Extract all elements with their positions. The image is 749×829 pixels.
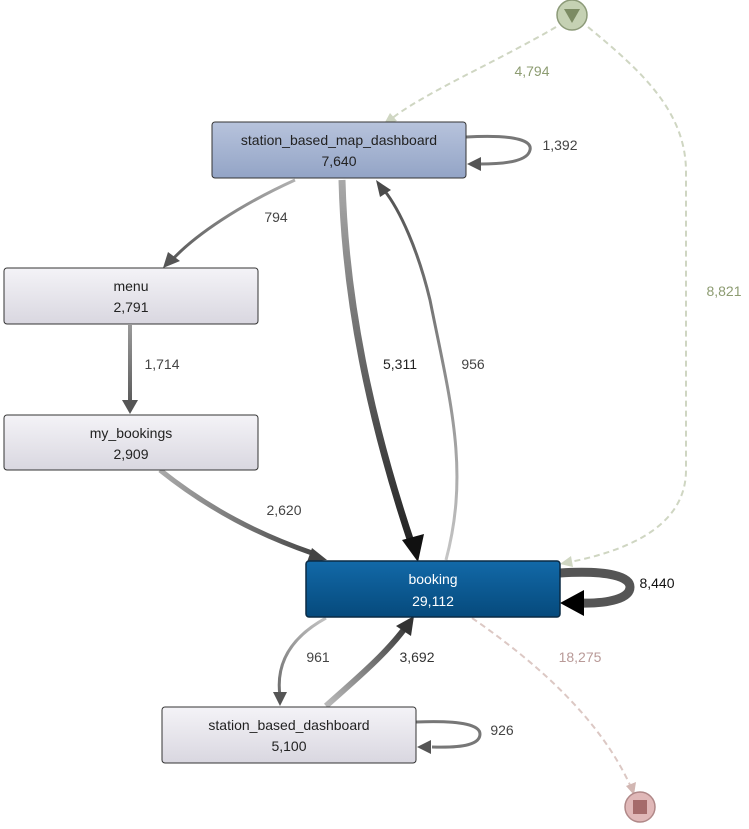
node-station-based-map-dashboard[interactable]: station_based_map_dashboard 7,640: [211, 121, 467, 179]
edge-label-booking-self: 8,440: [639, 575, 674, 591]
edge-label-booking-to-end: 18,275: [559, 649, 602, 665]
node-station-based-dashboard[interactable]: station_based_dashboard 5,100: [161, 706, 417, 764]
edge-label-my-bookings-to-booking: 2,620: [266, 502, 301, 518]
edge-start-to-map: [389, 26, 557, 121]
node-label: booking: [408, 571, 457, 587]
edge-station-dashboard-self-loop-arrowhead: [417, 740, 431, 754]
node-count: 2,791: [113, 299, 148, 315]
node-label: station_based_map_dashboard: [241, 132, 437, 148]
node-count: 2,909: [113, 446, 148, 462]
node-count: 5,100: [271, 738, 306, 754]
edge-map-to-booking: [338, 179, 416, 547]
node-count: 29,112: [412, 593, 454, 609]
edge-menu-to-my-bookings-arrowhead: [122, 400, 138, 414]
node-label: my_bookings: [90, 425, 173, 441]
edge-station-dashboard-to-booking-arrowhead: [396, 616, 414, 636]
edge-label-station-dashboard-to-booking: 3,692: [399, 649, 434, 665]
edge-label-booking-to-map: 956: [461, 356, 485, 372]
edge-map-self-loop-arrowhead: [467, 157, 481, 171]
edge-booking-to-station-dashboard: [277, 616, 327, 697]
edge-booking-to-map: [382, 189, 459, 561]
edge-station-dashboard-self-loop: [415, 720, 482, 749]
start-node[interactable]: [556, 0, 588, 31]
edge-booking-to-station-dashboard-arrowhead: [273, 692, 287, 706]
node-booking[interactable]: booking 29,112: [305, 560, 561, 618]
edge-my-bookings-to-booking: [158, 468, 313, 556]
triangle-down-icon: [564, 9, 580, 23]
edge-label-station-dashboard-self: 926: [490, 722, 514, 738]
edge-booking-to-end: [471, 617, 631, 786]
edge-start-to-map-arrowhead: [384, 113, 397, 124]
edge-booking-self-loop-arrowhead: [560, 590, 584, 616]
edge-label-map-to-menu: 794: [264, 209, 288, 225]
node-my-bookings[interactable]: my_bookings 2,909: [3, 414, 259, 471]
edge-map-self-loop: [465, 134, 532, 166]
edge-label-menu-to-my-bookings: 1,714: [144, 356, 179, 372]
edge-start-to-booking: [569, 26, 687, 563]
node-label: menu: [113, 278, 148, 294]
edge-label-start-to-map: 4,794: [514, 63, 549, 79]
node-label: station_based_dashboard: [208, 717, 369, 733]
end-node[interactable]: [624, 791, 656, 823]
edge-start-to-booking-arrowhead: [560, 556, 573, 567]
edge-map-to-menu: [170, 178, 296, 262]
edge-label-start-to-booking: 8,821: [706, 283, 741, 299]
node-menu[interactable]: menu 2,791: [3, 267, 259, 325]
edge-station-dashboard-to-booking: [323, 626, 408, 709]
node-count: 7,640: [321, 153, 356, 169]
edge-my-bookings-to-booking-arrowhead: [307, 548, 327, 562]
edge-booking-to-end-arrowhead: [626, 782, 636, 795]
edge-label-map-to-booking: 5,311: [383, 356, 417, 372]
edge-label-map-self: 1,392: [542, 137, 577, 153]
edge-booking-to-map-arrowhead: [376, 180, 391, 197]
edge-map-to-booking-arrowhead: [402, 534, 424, 562]
square-stop-icon: [633, 800, 647, 814]
edge-label-booking-to-station-dashboard: 961: [306, 649, 330, 665]
edge-booking-self-loop: [559, 567, 635, 608]
edge-map-to-menu-arrowhead: [163, 252, 180, 268]
